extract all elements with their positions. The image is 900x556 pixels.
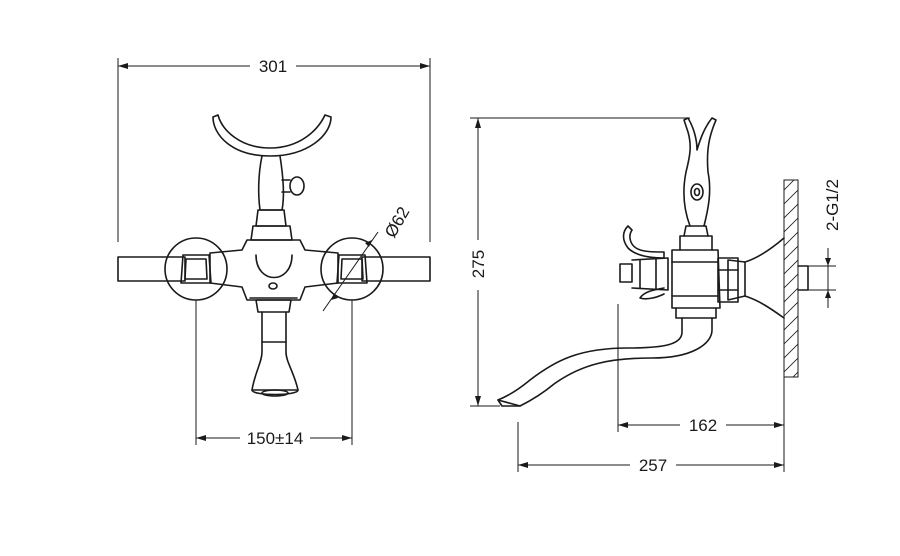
connection-label: 2-G1/2 <box>823 179 842 231</box>
wall <box>783 179 799 378</box>
wall-flange <box>744 237 785 319</box>
spout-neck <box>255 299 292 313</box>
front-view: Ø62 301 150±14 <box>117 57 431 448</box>
left-handle <box>117 256 186 282</box>
reach-label: 162 <box>689 416 717 435</box>
mixer-body-side <box>671 249 721 309</box>
height-label: 275 <box>469 250 488 278</box>
connecting-arm <box>727 259 746 301</box>
handle-lever-side <box>622 225 665 259</box>
shower-holder-cradle <box>212 114 332 157</box>
diverter-neck <box>255 209 287 227</box>
diameter-label: Ø62 <box>381 204 414 241</box>
spout-front <box>251 311 299 391</box>
holder-knob <box>289 176 305 196</box>
spout-side <box>497 317 713 407</box>
hex-nut <box>717 257 739 303</box>
width-label: 301 <box>259 57 287 76</box>
center-distance-label: 150±14 <box>247 429 304 448</box>
side-view: 275 2-G1/2 162 257 <box>469 117 842 475</box>
left-rosette <box>164 237 228 301</box>
right-handle <box>361 256 431 282</box>
depth-label: 257 <box>639 456 667 475</box>
mixer-body <box>209 239 339 301</box>
shower-holder-stem <box>257 155 285 211</box>
handle-cap-side <box>619 263 633 283</box>
shower-holder-side <box>683 117 717 227</box>
